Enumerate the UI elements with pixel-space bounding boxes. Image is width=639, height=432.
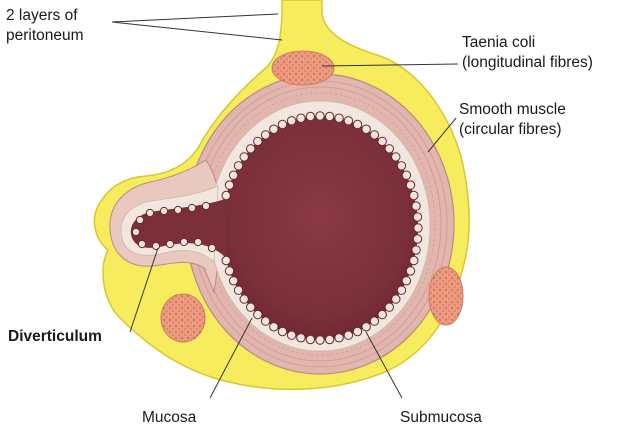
diverticulum-fold xyxy=(202,202,209,209)
mucosal-fold xyxy=(378,137,386,145)
diverticulum-fold xyxy=(138,240,145,247)
mucosal-fold xyxy=(325,335,333,343)
peritoneum-label: 2 layers of peritoneum xyxy=(6,6,84,46)
mucosal-fold xyxy=(316,336,324,344)
mucosal-fold xyxy=(353,327,361,335)
mucosal-fold xyxy=(362,125,370,133)
mucosal-fold xyxy=(270,323,278,331)
taenia-label-line1: Taenia coli xyxy=(462,33,593,53)
mucosal-fold xyxy=(222,191,230,199)
mucosal-fold xyxy=(278,327,286,335)
diverticulum-fold xyxy=(136,216,143,223)
mucosal-fold xyxy=(385,145,393,153)
mucosal-fold xyxy=(261,317,269,325)
mucosal-fold xyxy=(392,295,400,303)
mucosal-fold xyxy=(402,171,410,179)
diverticulum-fold xyxy=(174,206,181,213)
mucosal-fold xyxy=(247,303,255,311)
mucosal-fold xyxy=(316,112,324,120)
mucosal-fold xyxy=(287,117,295,125)
mucosal-fold xyxy=(397,162,405,170)
mucosal-fold xyxy=(335,334,343,342)
taenia-coli-label: Taenia coli (longitudinal fibres) xyxy=(462,33,593,73)
mucosal-fold xyxy=(225,267,233,275)
diverticulum-fold xyxy=(194,238,201,245)
mucosal-fold xyxy=(306,335,314,343)
diverticulum-fold xyxy=(188,204,195,211)
mucosal-fold xyxy=(325,112,333,120)
mucosal-fold xyxy=(240,295,248,303)
mucosal-fold xyxy=(414,224,422,232)
diverticulum-fold xyxy=(166,240,173,247)
peritoneum-label-line1: 2 layers of xyxy=(6,6,84,26)
mucosal-fold xyxy=(234,286,242,294)
leader-peritoneum-1 xyxy=(112,14,278,22)
smooth-muscle-label-line2: (circular fibres) xyxy=(459,120,566,140)
mucosal-fold xyxy=(297,334,305,342)
mucosal-fold xyxy=(412,202,420,210)
mucosal-fold xyxy=(344,331,352,339)
diverticulum-fold xyxy=(160,207,167,214)
mucosal-fold xyxy=(412,246,420,254)
mucosa-label: Mucosa xyxy=(142,408,196,428)
mucosal-fold xyxy=(278,120,286,128)
mucosal-fold xyxy=(261,131,269,139)
mucosal-fold xyxy=(370,131,378,139)
mucosal-fold xyxy=(410,191,418,199)
diverticulum-fold xyxy=(208,244,215,251)
mucosal-fold xyxy=(306,112,314,120)
mucosal-fold xyxy=(353,120,361,128)
mucosal-fold xyxy=(385,303,393,311)
smooth-muscle-label-line1: Smooth muscle xyxy=(459,100,566,120)
leader-peritoneum-2 xyxy=(112,22,282,40)
taenia-texture-right xyxy=(429,267,463,325)
mucosal-fold xyxy=(410,256,418,264)
mucosal-fold xyxy=(344,117,352,125)
mucosal-fold xyxy=(254,310,262,318)
mucosal-fold xyxy=(413,235,421,243)
mucosal-fold xyxy=(222,256,230,264)
mucosal-fold xyxy=(240,153,248,161)
mucosal-fold xyxy=(362,323,370,331)
mucosal-fold xyxy=(297,114,305,122)
smooth-muscle-label: Smooth muscle (circular fibres) xyxy=(459,100,566,140)
mucosal-fold xyxy=(247,145,255,153)
mucosal-fold xyxy=(397,286,405,294)
mucosal-fold xyxy=(270,125,278,133)
mucosal-fold xyxy=(229,171,237,179)
mucosal-fold xyxy=(225,181,233,189)
diverticulum-label: Diverticulum xyxy=(8,327,102,347)
mucosal-fold xyxy=(402,277,410,285)
diverticulum-fold xyxy=(132,228,139,235)
taenia-texture-top xyxy=(272,51,334,85)
mucosal-fold xyxy=(234,162,242,170)
mucosal-fold xyxy=(229,277,237,285)
diverticulum-fold xyxy=(146,209,153,216)
diverticulum-fold xyxy=(152,242,159,249)
mucosal-fold xyxy=(406,181,414,189)
mucosal-fold xyxy=(254,137,262,145)
taenia-label-line2: (longitudinal fibres) xyxy=(462,53,593,73)
mucosal-fold xyxy=(378,310,386,318)
mucosal-fold xyxy=(370,317,378,325)
mucosal-fold xyxy=(406,267,414,275)
mucosal-fold xyxy=(287,331,295,339)
mucosal-fold xyxy=(335,114,343,122)
mucosal-fold xyxy=(413,213,421,221)
taenia-texture-left xyxy=(161,294,205,342)
diverticulum-fold xyxy=(180,238,187,245)
peritoneum-label-line2: peritoneum xyxy=(6,26,84,46)
mucosal-fold xyxy=(392,153,400,161)
submucosa-label: Submucosa xyxy=(400,408,482,428)
